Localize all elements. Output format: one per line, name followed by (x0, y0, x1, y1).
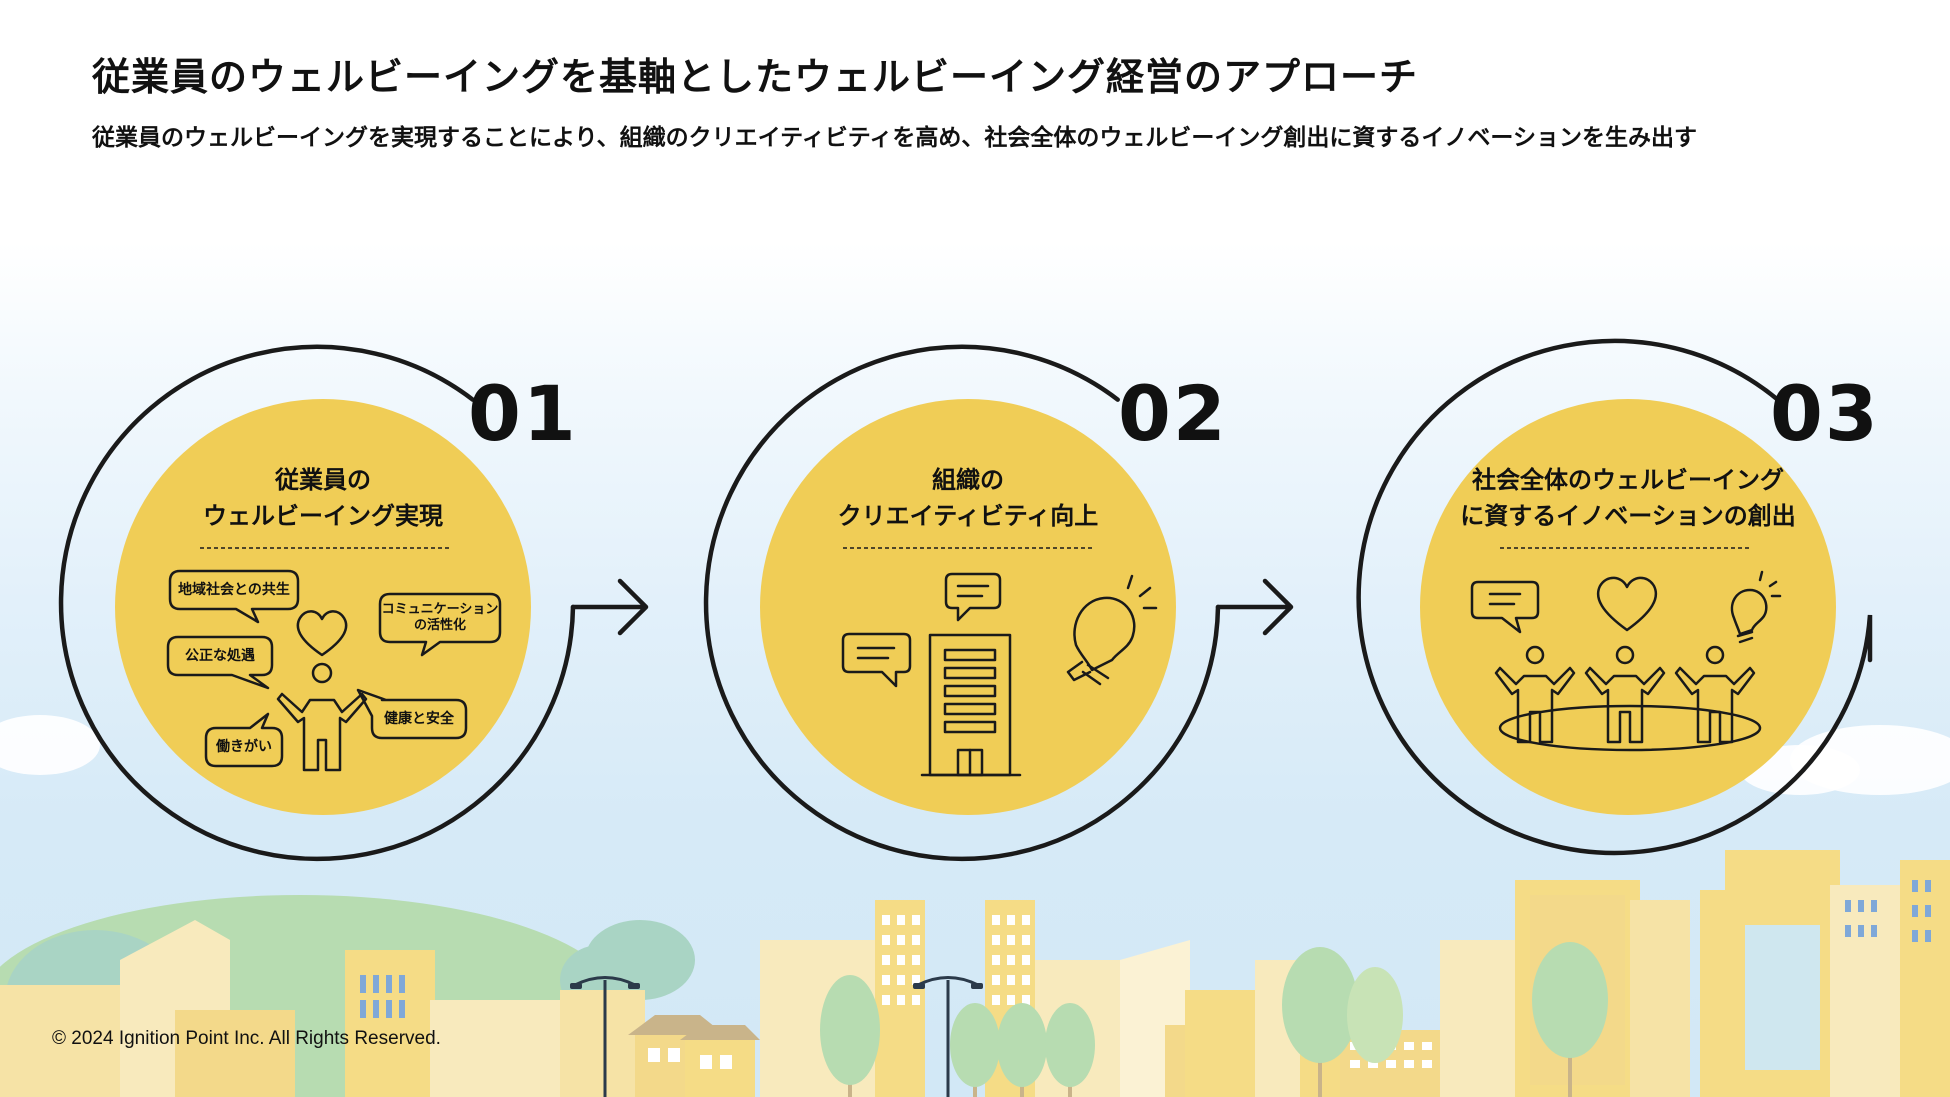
page-subtitle: 従業員のウェルビーイングを実現することにより、組織のクリエイティビティを高め、社… (92, 125, 1697, 151)
bubble-job-satisfaction: 働きがい (216, 739, 272, 755)
bubble-communication-line2: の活性化 (413, 618, 466, 633)
arrow-right-icon (1215, 578, 1294, 636)
speech-bubble-icon (168, 569, 300, 624)
step-1-circle (115, 399, 531, 815)
person-icon (276, 662, 368, 772)
step-1 (58, 344, 649, 862)
person-icon (1584, 645, 1666, 744)
step-1-title: 従業員の ウェルビーイング実現 (113, 462, 533, 534)
step-2-circle (760, 399, 1176, 815)
step-2-title: 組織の クリエイティビティ向上 (758, 462, 1178, 534)
cityscape-illustration (0, 715, 1950, 1097)
speech-bubble-icon (166, 635, 274, 690)
step-1-title-line2: ウェルビーイング実現 (203, 502, 443, 530)
building-icon (920, 633, 1022, 777)
step-1-title-line1: 従業員の (275, 466, 371, 494)
page-title: 従業員のウェルビーイングを基軸としたウェルビーイング経営のアプローチ (92, 55, 1419, 99)
copyright-notice: © 2024 Ignition Point Inc. All Rights Re… (52, 1028, 441, 1049)
step-2-title-line2: クリエイティビティ向上 (837, 502, 1099, 530)
arrow-right-icon (570, 578, 649, 636)
heart-icon (1596, 576, 1658, 632)
step-2-cycle-arc (703, 344, 1221, 862)
speech-bubble-icon (204, 712, 284, 768)
bubble-fair-treatment: 公正な処遇 (185, 648, 255, 664)
bubble-communication-line1: コミュニケーション (381, 602, 499, 617)
step-3-cycle-arc (1356, 338, 1873, 856)
step-3 (1356, 338, 1873, 856)
heart-icon (296, 610, 348, 657)
step-1-cycle-arc (58, 344, 576, 862)
chat-icon (841, 632, 912, 688)
step-3-title-line2: に資するイノベーションの創出 (1460, 502, 1796, 530)
person-icon (1494, 645, 1576, 744)
bubble-community: 地域社会との共生 (178, 582, 290, 598)
step-2-title-line1: 組織の (932, 466, 1004, 494)
step-2-number: 02 (1118, 369, 1228, 458)
lightbulb-icon (1730, 570, 1782, 644)
bubble-health-safety: 健康と安全 (384, 711, 454, 727)
people-circle-icon (1498, 704, 1762, 752)
step-1-number: 01 (468, 369, 578, 458)
step-3-number: 03 (1770, 369, 1880, 458)
chat-icon (1470, 580, 1540, 634)
speech-bubble-icon (356, 688, 468, 740)
lightbulb-icon (1040, 574, 1158, 684)
chat-icon (944, 572, 1002, 622)
step-2 (703, 344, 1294, 862)
person-icon (1674, 645, 1756, 744)
speech-bubble-icon (378, 592, 502, 657)
step-3-title: 社会全体のウェルビーイング に資するイノベーションの創出 (1418, 462, 1838, 534)
step-3-title-line1: 社会全体のウェルビーイング (1472, 466, 1784, 494)
